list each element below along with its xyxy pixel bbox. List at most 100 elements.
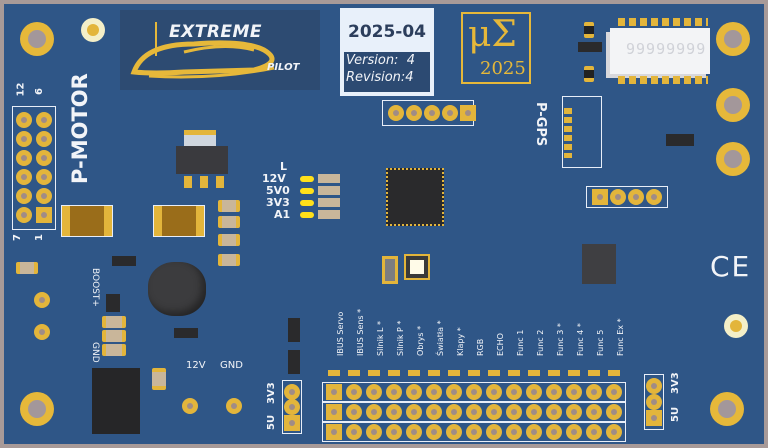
pin[interactable]	[446, 384, 462, 400]
capacitor	[218, 254, 240, 266]
pin-label-1: 1	[33, 234, 45, 241]
header-row	[322, 402, 626, 422]
pin[interactable]	[346, 404, 362, 420]
pin[interactable]	[426, 384, 442, 400]
pin[interactable]	[386, 384, 402, 400]
pin[interactable]	[566, 424, 582, 440]
label-pad	[408, 370, 420, 376]
pin[interactable]	[366, 404, 382, 420]
pin[interactable]	[466, 384, 482, 400]
p-motor-connector[interactable]	[12, 106, 56, 230]
pin[interactable]	[586, 404, 602, 420]
version-label: Version: 4	[346, 53, 415, 68]
led-12v	[300, 176, 314, 182]
mu-sigma-year: 2025	[480, 58, 526, 79]
pin	[36, 150, 52, 166]
pin[interactable]	[546, 424, 562, 440]
header-4pin[interactable]	[586, 186, 668, 208]
jumper-right[interactable]	[644, 374, 664, 430]
dip-pads-top	[618, 18, 708, 26]
led-label-3v3: 3V3	[266, 196, 290, 209]
pin[interactable]	[386, 424, 402, 440]
via	[182, 398, 198, 414]
pin[interactable]	[346, 424, 362, 440]
pin	[284, 384, 300, 400]
dip-switch[interactable]	[610, 28, 710, 74]
pin	[16, 150, 32, 166]
label-pad	[528, 370, 540, 376]
pin[interactable]	[486, 424, 502, 440]
pin[interactable]	[606, 384, 622, 400]
header-pin-label: Func 1	[516, 329, 525, 356]
pin-label-12: 12	[15, 82, 27, 97]
mounting-hole-right-2	[716, 142, 750, 176]
transistor	[288, 318, 300, 342]
p-gps-connector[interactable]	[562, 96, 602, 168]
pin-1[interactable]	[326, 424, 342, 440]
crystal	[404, 254, 430, 280]
label-pad	[608, 370, 620, 376]
test-point	[724, 314, 748, 338]
pin	[16, 131, 32, 147]
pin[interactable]	[566, 404, 582, 420]
pin-1[interactable]	[326, 384, 342, 400]
pin[interactable]	[526, 404, 542, 420]
header-pin-label: Func 2	[536, 329, 545, 356]
pin[interactable]	[466, 424, 482, 440]
pin[interactable]	[526, 384, 542, 400]
pin[interactable]	[366, 424, 382, 440]
pin[interactable]	[486, 384, 502, 400]
pin[interactable]	[526, 424, 542, 440]
pin[interactable]	[546, 404, 562, 420]
transistor	[174, 328, 198, 338]
label-pad	[428, 370, 440, 376]
pin	[16, 188, 32, 204]
pin	[36, 131, 52, 147]
p-gps-pins	[564, 108, 572, 158]
mounting-hole-bottom-left	[20, 392, 54, 426]
pin[interactable]	[426, 424, 442, 440]
pin[interactable]	[546, 384, 562, 400]
test-point	[81, 18, 105, 42]
pin	[646, 394, 662, 410]
pin-1	[646, 410, 662, 426]
pin	[36, 169, 52, 185]
boat-logo-icon	[130, 22, 275, 79]
pin	[442, 105, 458, 121]
pin[interactable]	[566, 384, 582, 400]
header-pin-label: Światła *	[436, 320, 445, 356]
header-pin-label: Silnik L *	[376, 321, 385, 356]
pin[interactable]	[366, 384, 382, 400]
pin[interactable]	[586, 384, 602, 400]
transistor	[578, 42, 602, 52]
pin[interactable]	[506, 384, 522, 400]
pin[interactable]	[466, 404, 482, 420]
jumper-left-5u: 5U	[266, 414, 277, 430]
pin[interactable]	[346, 384, 362, 400]
pin[interactable]	[406, 384, 422, 400]
pin	[36, 112, 52, 128]
pin[interactable]	[586, 424, 602, 440]
pin[interactable]	[486, 404, 502, 420]
pin-1[interactable]	[326, 404, 342, 420]
transistor	[112, 256, 136, 266]
pin[interactable]	[446, 424, 462, 440]
capacitor	[218, 216, 240, 228]
pin[interactable]	[406, 404, 422, 420]
header-pin-label: Obrys *	[416, 325, 425, 356]
transistor	[288, 350, 300, 374]
pin[interactable]	[386, 404, 402, 420]
pin	[388, 105, 404, 121]
pin-1	[36, 207, 52, 223]
pin[interactable]	[426, 404, 442, 420]
pin[interactable]	[606, 424, 622, 440]
led-label-5v0: 5V0	[266, 184, 290, 197]
pin[interactable]	[446, 404, 462, 420]
pin[interactable]	[506, 404, 522, 420]
via	[34, 324, 50, 340]
12v-label: 12V	[186, 360, 206, 371]
pin[interactable]	[606, 404, 622, 420]
pin[interactable]	[506, 424, 522, 440]
jumper-left[interactable]	[282, 380, 302, 434]
pin[interactable]	[406, 424, 422, 440]
